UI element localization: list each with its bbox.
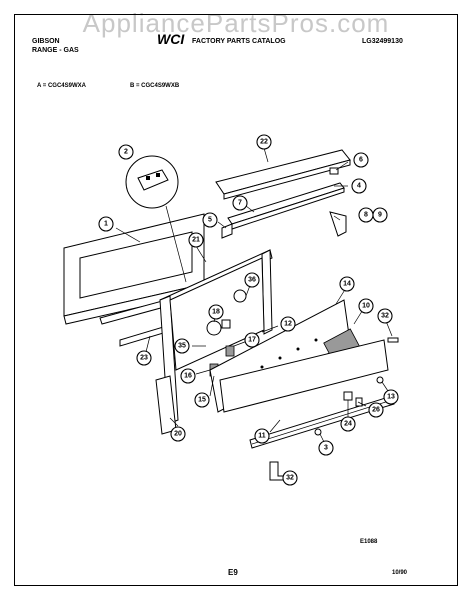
svg-text:32: 32 [286,475,294,482]
svg-text:5: 5 [208,217,212,224]
callout-2: 2 [118,144,134,160]
svg-text:10: 10 [362,303,370,310]
part-switch [221,319,231,329]
part-screw [343,391,353,401]
svg-text:1: 1 [104,221,108,228]
watermark: AppliancePartsPros.com [82,8,390,38]
callout-26: 26 [368,402,384,418]
callout-21: 21 [188,232,204,248]
svg-text:12: 12 [284,321,292,328]
brand-block: GIBSON RANGE - GAS [32,37,79,55]
page-border [14,14,458,586]
callout-10: 10 [358,298,374,314]
svg-text:24: 24 [344,421,352,428]
callout-1: 1 [98,216,114,232]
callout-12: 12 [280,316,296,332]
svg-text:23: 23 [140,355,148,362]
svg-text:9: 9 [378,212,382,219]
callout-13: 13 [383,389,399,405]
svg-text:21: 21 [192,237,200,244]
callout-4: 4 [351,178,367,194]
callout-24: 24 [340,416,356,432]
callout-36: 36 [244,272,260,288]
svg-text:15: 15 [198,397,206,404]
svg-text:16: 16 [184,373,192,380]
part-clip [329,167,339,175]
catalog-title: FACTORY PARTS CATALOG [192,38,286,45]
callout-17: 17 [244,332,260,348]
svg-text:14: 14 [343,281,351,288]
inset-detail [125,155,187,283]
callout-14: 14 [339,276,355,292]
model-a: A = CGC4S9WXA [37,83,86,89]
callout-7: 7 [232,195,248,211]
svg-text:13: 13 [387,394,395,401]
callout-35: 35 [174,338,190,354]
part-window-panel [63,213,207,325]
part-nut [355,397,363,407]
callout-15: 15 [194,392,210,408]
svg-text:17: 17 [248,337,256,344]
wci-logo-text: WCI [157,32,185,46]
drawing-code: E1088 [360,539,378,545]
wci-logo: WCI [157,32,185,46]
callout-18: 18 [208,304,224,320]
svg-text:20: 20 [174,431,182,438]
product-type: RANGE - GAS [32,47,79,54]
catalog-number: LG32499130 [362,38,403,45]
callout-11: 11 [254,428,270,444]
part-knob-bracket [329,211,347,237]
svg-text:4: 4 [357,183,361,190]
callout-5: 5 [202,212,218,228]
svg-text:7: 7 [238,200,242,207]
svg-text:2: 2 [124,149,128,156]
svg-text:3: 3 [324,445,328,452]
callouts: 1 2 22 6 4 7 5 8 9 21 36 14 10 32 18 12 … [98,134,399,486]
svg-text:36: 36 [248,277,256,284]
part-rail [227,182,345,230]
part-lamp [387,337,399,343]
callout-9: 9 [372,207,388,223]
part-washer [314,428,322,436]
part-knob-stem [233,289,247,303]
part-valve [206,320,222,336]
svg-text:8: 8 [364,212,368,219]
callout-23: 23 [136,350,152,366]
callout-3: 3 [318,440,334,456]
svg-text:6: 6 [359,157,363,164]
page-number: E9 [228,568,238,577]
svg-text:22: 22 [260,139,268,146]
callout-16: 16 [180,368,196,384]
part-backguard-panel [219,339,395,449]
callout-22: 22 [256,134,272,150]
svg-text:11: 11 [258,433,266,440]
part-rivet [376,376,384,384]
svg-text:26: 26 [372,407,380,414]
part-ignitor [225,345,235,357]
svg-text:32: 32 [381,313,389,320]
part-bracket [221,223,233,239]
svg-text:18: 18 [212,309,220,316]
part-trim-strip [215,149,351,200]
revision-date: 10/90 [392,570,408,576]
callout-20: 20 [170,426,186,442]
callout-32-top: 32 [377,308,393,324]
brand-name: GIBSON [32,38,60,45]
callout-32-bottom: 32 [282,470,298,486]
model-b: B = CGC4S9WXB [130,83,180,89]
callout-8: 8 [358,207,374,223]
callout-6: 6 [353,152,369,168]
svg-text:35: 35 [178,343,186,350]
